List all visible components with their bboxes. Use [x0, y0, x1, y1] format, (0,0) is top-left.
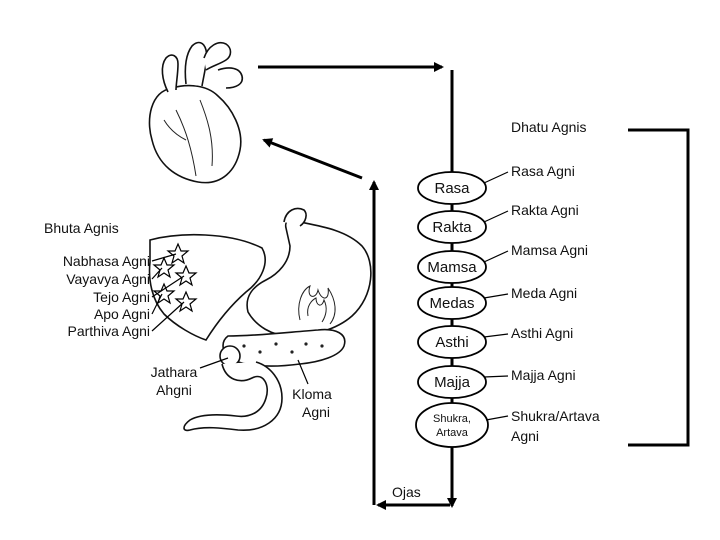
- dhatu-node-label: Medas: [429, 295, 474, 312]
- dhatu-nodes: Rasa Rakta Mamsa Medas Asthi Majja Shukr…: [416, 172, 488, 447]
- dhatu-node-label: Rakta: [432, 219, 472, 236]
- dhatu-agni-label: Meda Agni: [511, 285, 577, 301]
- jathara-agni-label: Jathara: [151, 364, 198, 380]
- bhuta-agni-label: Apo Agni: [94, 306, 150, 322]
- bhuta-agni-label: Nabhasa Agni: [63, 253, 150, 269]
- dhatu-agni-label: Shukra/Artava: [511, 408, 600, 424]
- dhatu-node-label: Mamsa: [427, 259, 477, 276]
- jathara-agni-label: Ahgni: [156, 382, 192, 398]
- dhatu-node-label: Majja: [434, 374, 471, 391]
- return-to-heart-arrow: [264, 140, 362, 178]
- heart-illustration: [149, 43, 242, 183]
- dhatu-node-label: Asthi: [435, 334, 468, 351]
- dhatu-node-label: Rasa: [434, 180, 470, 197]
- bhuta-agnis-heading: Bhuta Agnis: [44, 220, 119, 236]
- dhatu-node-label: Shukra,: [433, 413, 471, 425]
- bhuta-agni-label: Parthiva Agni: [68, 323, 151, 339]
- dhatu-agni-label: Asthi Agni: [511, 325, 573, 341]
- dhatu-agni-label: Rasa Agni: [511, 163, 575, 179]
- kloma-agni-label: Agni: [302, 404, 330, 420]
- dhatu-agni-label: Rakta Agni: [511, 202, 579, 218]
- bhuta-agni-label: Tejo Agni: [93, 289, 150, 305]
- dhatu-agni-label: Mamsa Agni: [511, 242, 588, 258]
- dhatu-agni-label: Agni: [511, 428, 539, 444]
- agni-connectors: [484, 172, 508, 420]
- dhatu-agni-label: Majja Agni: [511, 367, 576, 383]
- dhatu-agni-labels: Dhatu Agnis Rasa Agni Rakta Agni Mamsa A…: [511, 119, 600, 444]
- bhuta-agni-labels: Bhuta Agnis Nabhasa Agni Vayavya Agni Te…: [44, 220, 150, 339]
- kloma-agni-label: Kloma: [292, 386, 332, 402]
- dhatu-agnis-heading: Dhatu Agnis: [511, 119, 587, 135]
- dhatu-node-label: Artava: [436, 427, 469, 439]
- dhatu-node-shukra-artava: [416, 403, 488, 447]
- bhuta-agni-label: Vayavya Agni: [66, 271, 150, 287]
- dhatu-agnis-bracket: [628, 130, 688, 445]
- ojas-label: Ojas: [392, 484, 421, 500]
